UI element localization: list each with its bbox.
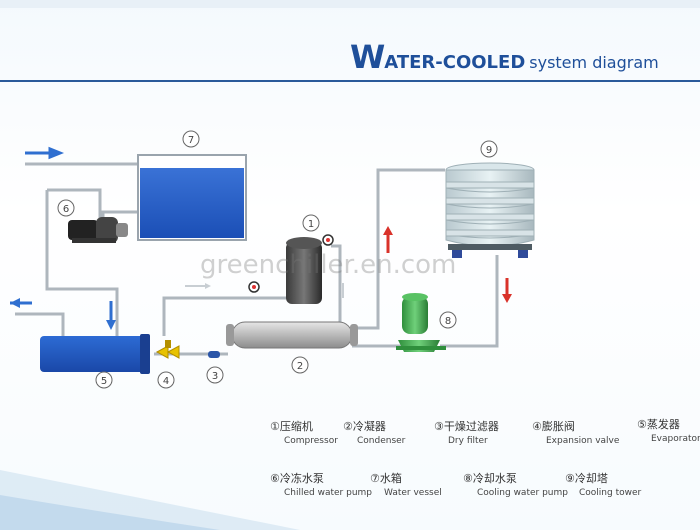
legend-cn: ①压缩机 — [270, 420, 313, 433]
callouts — [57, 130, 498, 389]
callout-1-label: 1 — [308, 219, 314, 230]
pipe-suction — [162, 296, 286, 336]
cooling-water-pump — [396, 293, 446, 352]
legend-item-chilled-water-pump: ⑥冷冻水泵 Chilled water pump — [270, 470, 372, 498]
dry-filter — [208, 351, 220, 358]
callout-1 — [302, 214, 320, 232]
callout-7 — [182, 130, 200, 148]
top-band — [0, 0, 700, 8]
legend-cn: ⑥冷冻水泵 — [270, 472, 324, 485]
title-initial: W — [350, 38, 385, 76]
legend-cn: ⑧冷却水泵 — [463, 472, 517, 485]
legend-item-water-vessel: ⑦水箱 Water vessel — [370, 470, 442, 498]
callout-9 — [480, 140, 498, 158]
legend-item-evaporator: ⑤蒸发器 Evaporator — [637, 416, 700, 444]
condenser — [226, 321, 358, 349]
legend-en: Water vessel — [384, 488, 442, 498]
legend-item-expansion-valve: ④膨胀阀 Expansion valve — [532, 418, 619, 446]
legend-cn: ④膨胀阀 — [532, 420, 575, 433]
callout-6-label: 6 — [63, 204, 69, 215]
callout-4 — [157, 371, 175, 389]
legend-en: Expansion valve — [546, 436, 620, 446]
legend-item-cooling-water-pump: ⑧冷却水泵 Cooling water pump — [463, 470, 568, 498]
legend-en: Condenser — [357, 436, 406, 446]
callout-7-label: 7 — [188, 135, 194, 146]
legend-cn: ⑨冷却塔 — [565, 472, 608, 485]
pipe-evap-out — [15, 312, 65, 338]
flow-arrows — [10, 146, 512, 330]
pipe-loop-outer — [47, 188, 102, 229]
legend-en: Compressor — [284, 436, 338, 446]
legend-en: Cooling tower — [579, 488, 642, 498]
pipe-discharge — [331, 244, 342, 322]
evaporator — [40, 334, 150, 374]
callout-2 — [291, 356, 309, 374]
callout-8-label: 8 — [445, 316, 451, 327]
compressor — [286, 234, 334, 304]
callout-4-label: 4 — [163, 376, 169, 387]
legend-cn: ②冷凝器 — [343, 420, 386, 433]
arrow-inlet-icon — [25, 146, 65, 160]
callout-6 — [57, 199, 75, 217]
chilled-water-pump — [68, 217, 128, 243]
legend-en: Evaporator — [651, 434, 700, 444]
legend-item-dry-filter: ③干燥过滤器 Dry filter — [434, 418, 499, 446]
watermark: greenchiller.en.com — [200, 250, 457, 280]
pipe-cond-tower — [352, 168, 445, 330]
callout-5 — [95, 371, 113, 389]
legend-cn: ⑤蒸发器 — [637, 418, 680, 431]
legend-cn: ③干燥过滤器 — [434, 420, 499, 433]
cooling-tower — [445, 162, 535, 258]
legend-en: Chilled water pump — [284, 488, 373, 498]
legend-item-compressor: ①压缩机 Compressor — [270, 418, 338, 446]
legend-en: Cooling water pump — [477, 488, 568, 498]
legend-cn: ⑦水箱 — [370, 472, 402, 485]
title-bold: ATER-COOLED — [384, 52, 526, 73]
legend-item-condenser: ②冷凝器 Condenser — [343, 418, 405, 446]
callout-5-label: 5 — [101, 376, 107, 387]
callout-8 — [439, 311, 457, 329]
pipe-loop-left — [45, 190, 119, 336]
bottom-wave-decoration — [0, 470, 300, 530]
water-vessel — [137, 154, 247, 241]
pipe-tower-pump — [440, 255, 499, 348]
legend-item-cooling-tower: ⑨冷却塔 Cooling tower — [565, 470, 641, 498]
callout-2-label: 2 — [297, 361, 303, 372]
callout-3 — [206, 366, 224, 384]
title-rest: system diagram — [529, 53, 659, 72]
legend-en: Dry filter — [448, 436, 488, 446]
expansion-valve — [155, 340, 180, 359]
title-underline — [0, 80, 700, 82]
callout-9-label: 9 — [486, 145, 492, 156]
callout-3-label: 3 — [212, 371, 218, 382]
